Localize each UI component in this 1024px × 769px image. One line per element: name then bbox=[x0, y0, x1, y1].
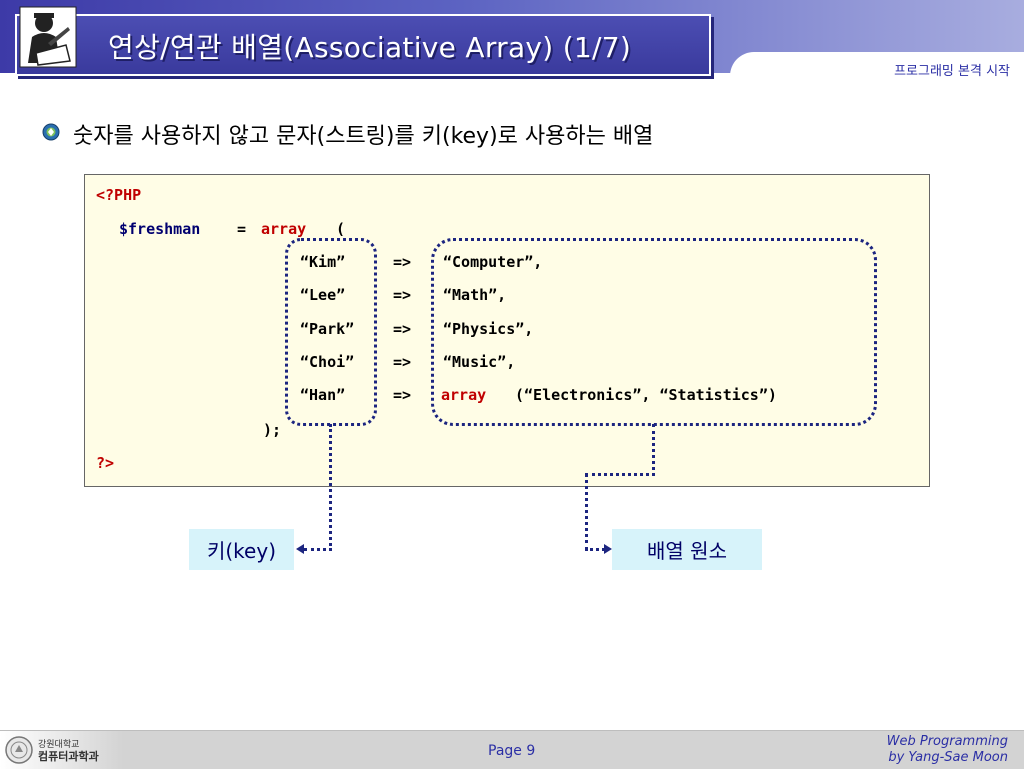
arrow-operator: => bbox=[393, 253, 412, 271]
footer-bar: 강원대학교 컴퓨터과학과 Page 9 Web Programming by Y… bbox=[0, 730, 1024, 769]
values-group-outline bbox=[431, 238, 877, 426]
array-key: “Kim” bbox=[300, 253, 346, 271]
element-connector-horizontal bbox=[585, 473, 655, 476]
school-line-2: 컴퓨터과학과 bbox=[38, 750, 99, 763]
university-seal-icon bbox=[5, 736, 33, 764]
arrow-left-icon bbox=[296, 544, 304, 554]
key-label: 키(key) bbox=[189, 529, 294, 570]
course-credit: Web Programming by Yang-Sae Moon bbox=[887, 734, 1008, 766]
key-connector-horizontal bbox=[304, 548, 332, 551]
array-value: “Math”, bbox=[443, 286, 507, 304]
php-close-tag: ?> bbox=[96, 454, 115, 472]
arrow-operator: => bbox=[393, 386, 412, 404]
page-number: Page 9 bbox=[488, 743, 536, 759]
course-author: by Yang-Sae Moon bbox=[888, 750, 1008, 765]
arrow-right-icon bbox=[604, 544, 612, 554]
array-key: “Lee” bbox=[300, 286, 346, 304]
array-key: “Han” bbox=[300, 386, 346, 404]
bullet-description: 숫자를 사용하지 않고 문자(스트링)를 키(key)로 사용하는 배열 bbox=[73, 124, 654, 149]
key-connector-vertical bbox=[329, 424, 332, 551]
header-tab bbox=[730, 52, 1024, 92]
arrow-operator: => bbox=[393, 353, 412, 371]
page-title: 연상/연관 배열(Associative Array) (1/7) bbox=[108, 31, 632, 64]
element-connector-drop bbox=[585, 473, 588, 551]
teacher-logo-icon bbox=[19, 6, 77, 68]
school-line-1: 강원대학교 bbox=[38, 740, 80, 750]
array-value: (“Electronics”, “Statistics”) bbox=[515, 386, 777, 404]
array-value: “Music”, bbox=[443, 353, 516, 371]
array-key: “Park” bbox=[300, 320, 355, 338]
array-value: “Physics”, bbox=[443, 320, 534, 338]
array-key: “Choi” bbox=[300, 353, 355, 371]
close-statement: ); bbox=[263, 421, 282, 439]
arrow-operator: => bbox=[393, 286, 412, 304]
title-banner bbox=[15, 14, 711, 76]
element-connector-foot bbox=[585, 548, 605, 551]
keys-group-outline bbox=[285, 238, 377, 426]
course-title: Web Programming bbox=[886, 734, 1008, 749]
arrow-operator: => bbox=[393, 320, 412, 338]
code-block bbox=[84, 174, 930, 487]
open-paren: ( bbox=[336, 220, 346, 238]
var-name: $freshman bbox=[119, 220, 201, 238]
php-open-tag: <?PHP bbox=[96, 186, 142, 204]
assign-operator: = bbox=[237, 220, 247, 238]
nested-array-keyword: array bbox=[441, 386, 487, 404]
array-keyword: array bbox=[261, 220, 307, 238]
bullet-emblem-icon bbox=[42, 123, 60, 141]
section-subtitle: 프로그래밍 본격 시작 bbox=[894, 64, 1010, 79]
element-label: 배열 원소 bbox=[612, 529, 762, 570]
array-value: “Computer”, bbox=[443, 253, 543, 271]
school-name: 강원대학교 컴퓨터과학과 bbox=[38, 740, 99, 762]
element-connector-vertical bbox=[652, 424, 655, 476]
